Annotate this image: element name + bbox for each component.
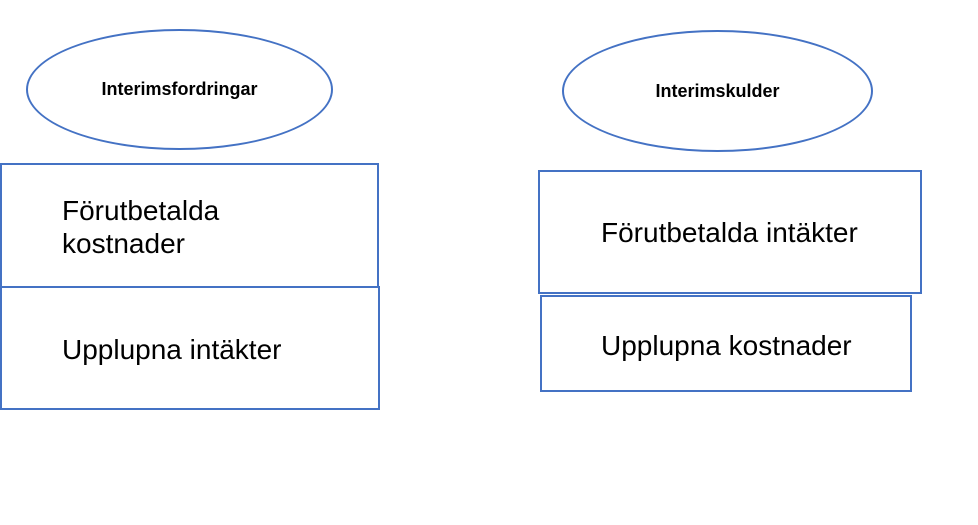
box-upplupna-intakter: Upplupna intäkter	[0, 286, 380, 410]
ellipse-interimsfordringar: Interimsfordringar	[26, 29, 333, 150]
box-label-upplupna-kostnader: Upplupna kostnader	[601, 330, 852, 361]
ellipse-label-interimsfordringar: Interimsfordringar	[101, 79, 258, 99]
box-forutbetalda-kostnader: Förutbetalda kostnader	[0, 163, 379, 288]
box-label-upplupna-intakter: Upplupna intäkter	[62, 334, 282, 365]
box-label-forutbetalda-intakter: Förutbetalda intäkter	[601, 217, 858, 248]
box-forutbetalda-intakter: Förutbetalda intäkter	[538, 170, 922, 294]
ellipse-interimsskulder: Interimskulder	[562, 30, 873, 152]
box-label-forutbetalda-kostnader: Förutbetalda kostnader	[62, 195, 220, 259]
box-upplupna-kostnader: Upplupna kostnader	[540, 295, 912, 392]
ellipse-label-interimsskulder: Interimskulder	[655, 80, 780, 101]
